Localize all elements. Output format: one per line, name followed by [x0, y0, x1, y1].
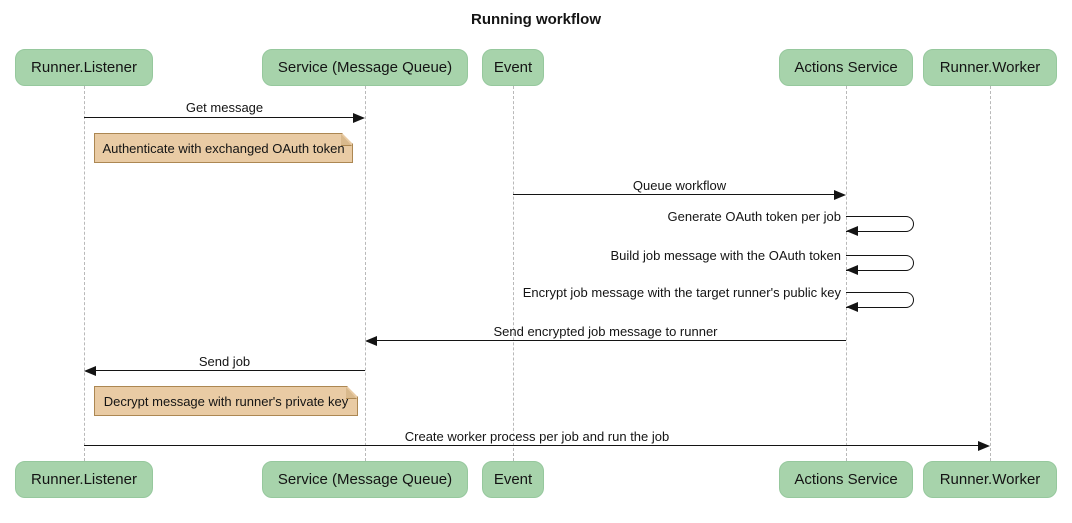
message-line-get-message — [84, 117, 353, 118]
lifeline-service-message-queue — [364, 86, 366, 461]
lifeline-event — [512, 86, 514, 461]
arrowhead-right-icon — [834, 190, 846, 200]
message-label-generate-oauth-token: Generate OAuth token per job — [667, 209, 841, 224]
participant-runner-worker-top: Runner.Worker — [923, 49, 1057, 86]
participant-actions-service-top: Actions Service — [779, 49, 913, 86]
message-label-queue-workflow: Queue workflow — [632, 178, 727, 193]
message-line-send-job — [96, 370, 365, 371]
note-fold-icon — [346, 387, 357, 399]
arrowhead-right-icon — [978, 441, 990, 451]
note-text: Authenticate with exchanged OAuth token — [102, 140, 345, 156]
note-fold-icon — [341, 134, 352, 146]
message-line-queue-workflow — [513, 194, 834, 195]
message-label-get-message: Get message — [185, 100, 264, 115]
participant-event-bottom: Event — [482, 461, 544, 498]
message-label-create-worker-process: Create worker process per job and run th… — [404, 429, 670, 444]
lifeline-runner-listener — [83, 86, 85, 461]
message-label-send-encrypted-job-message: Send encrypted job message to runner — [493, 324, 718, 339]
arrowhead-left-icon — [365, 336, 377, 346]
message-label-encrypt-job-message: Encrypt job message with the target runn… — [522, 285, 841, 300]
participant-event-top: Event — [482, 49, 544, 86]
participant-service-message-queue-top: Service (Message Queue) — [262, 49, 468, 86]
message-line-send-encrypted-job-message — [377, 340, 846, 341]
lifeline-runner-worker — [989, 86, 991, 461]
participant-actions-service-bottom: Actions Service — [779, 461, 913, 498]
arrowhead-left-icon — [846, 302, 858, 312]
arrowhead-right-icon — [353, 113, 365, 123]
self-loop-generate-oauth-token — [846, 216, 914, 232]
note-authenticate-oauth: Authenticate with exchanged OAuth token — [94, 133, 353, 163]
participant-service-message-queue-bottom: Service (Message Queue) — [262, 461, 468, 498]
participant-runner-worker-bottom: Runner.Worker — [923, 461, 1057, 498]
arrowhead-left-icon — [846, 226, 858, 236]
note-text: Decrypt message with runner's private ke… — [103, 393, 349, 409]
self-loop-build-job-message — [846, 255, 914, 271]
note-decrypt-private-key: Decrypt message with runner's private ke… — [94, 386, 358, 416]
participant-runner-listener-bottom: Runner.Listener — [15, 461, 153, 498]
arrowhead-left-icon — [84, 366, 96, 376]
arrowhead-left-icon — [846, 265, 858, 275]
message-label-build-job-message: Build job message with the OAuth token — [610, 248, 841, 263]
diagram-title: Running workflow — [471, 11, 601, 28]
self-loop-encrypt-job-message — [846, 292, 914, 308]
participant-runner-listener-top: Runner.Listener — [15, 49, 153, 86]
message-line-create-worker-process — [84, 445, 978, 446]
message-label-send-job: Send job — [198, 354, 251, 369]
